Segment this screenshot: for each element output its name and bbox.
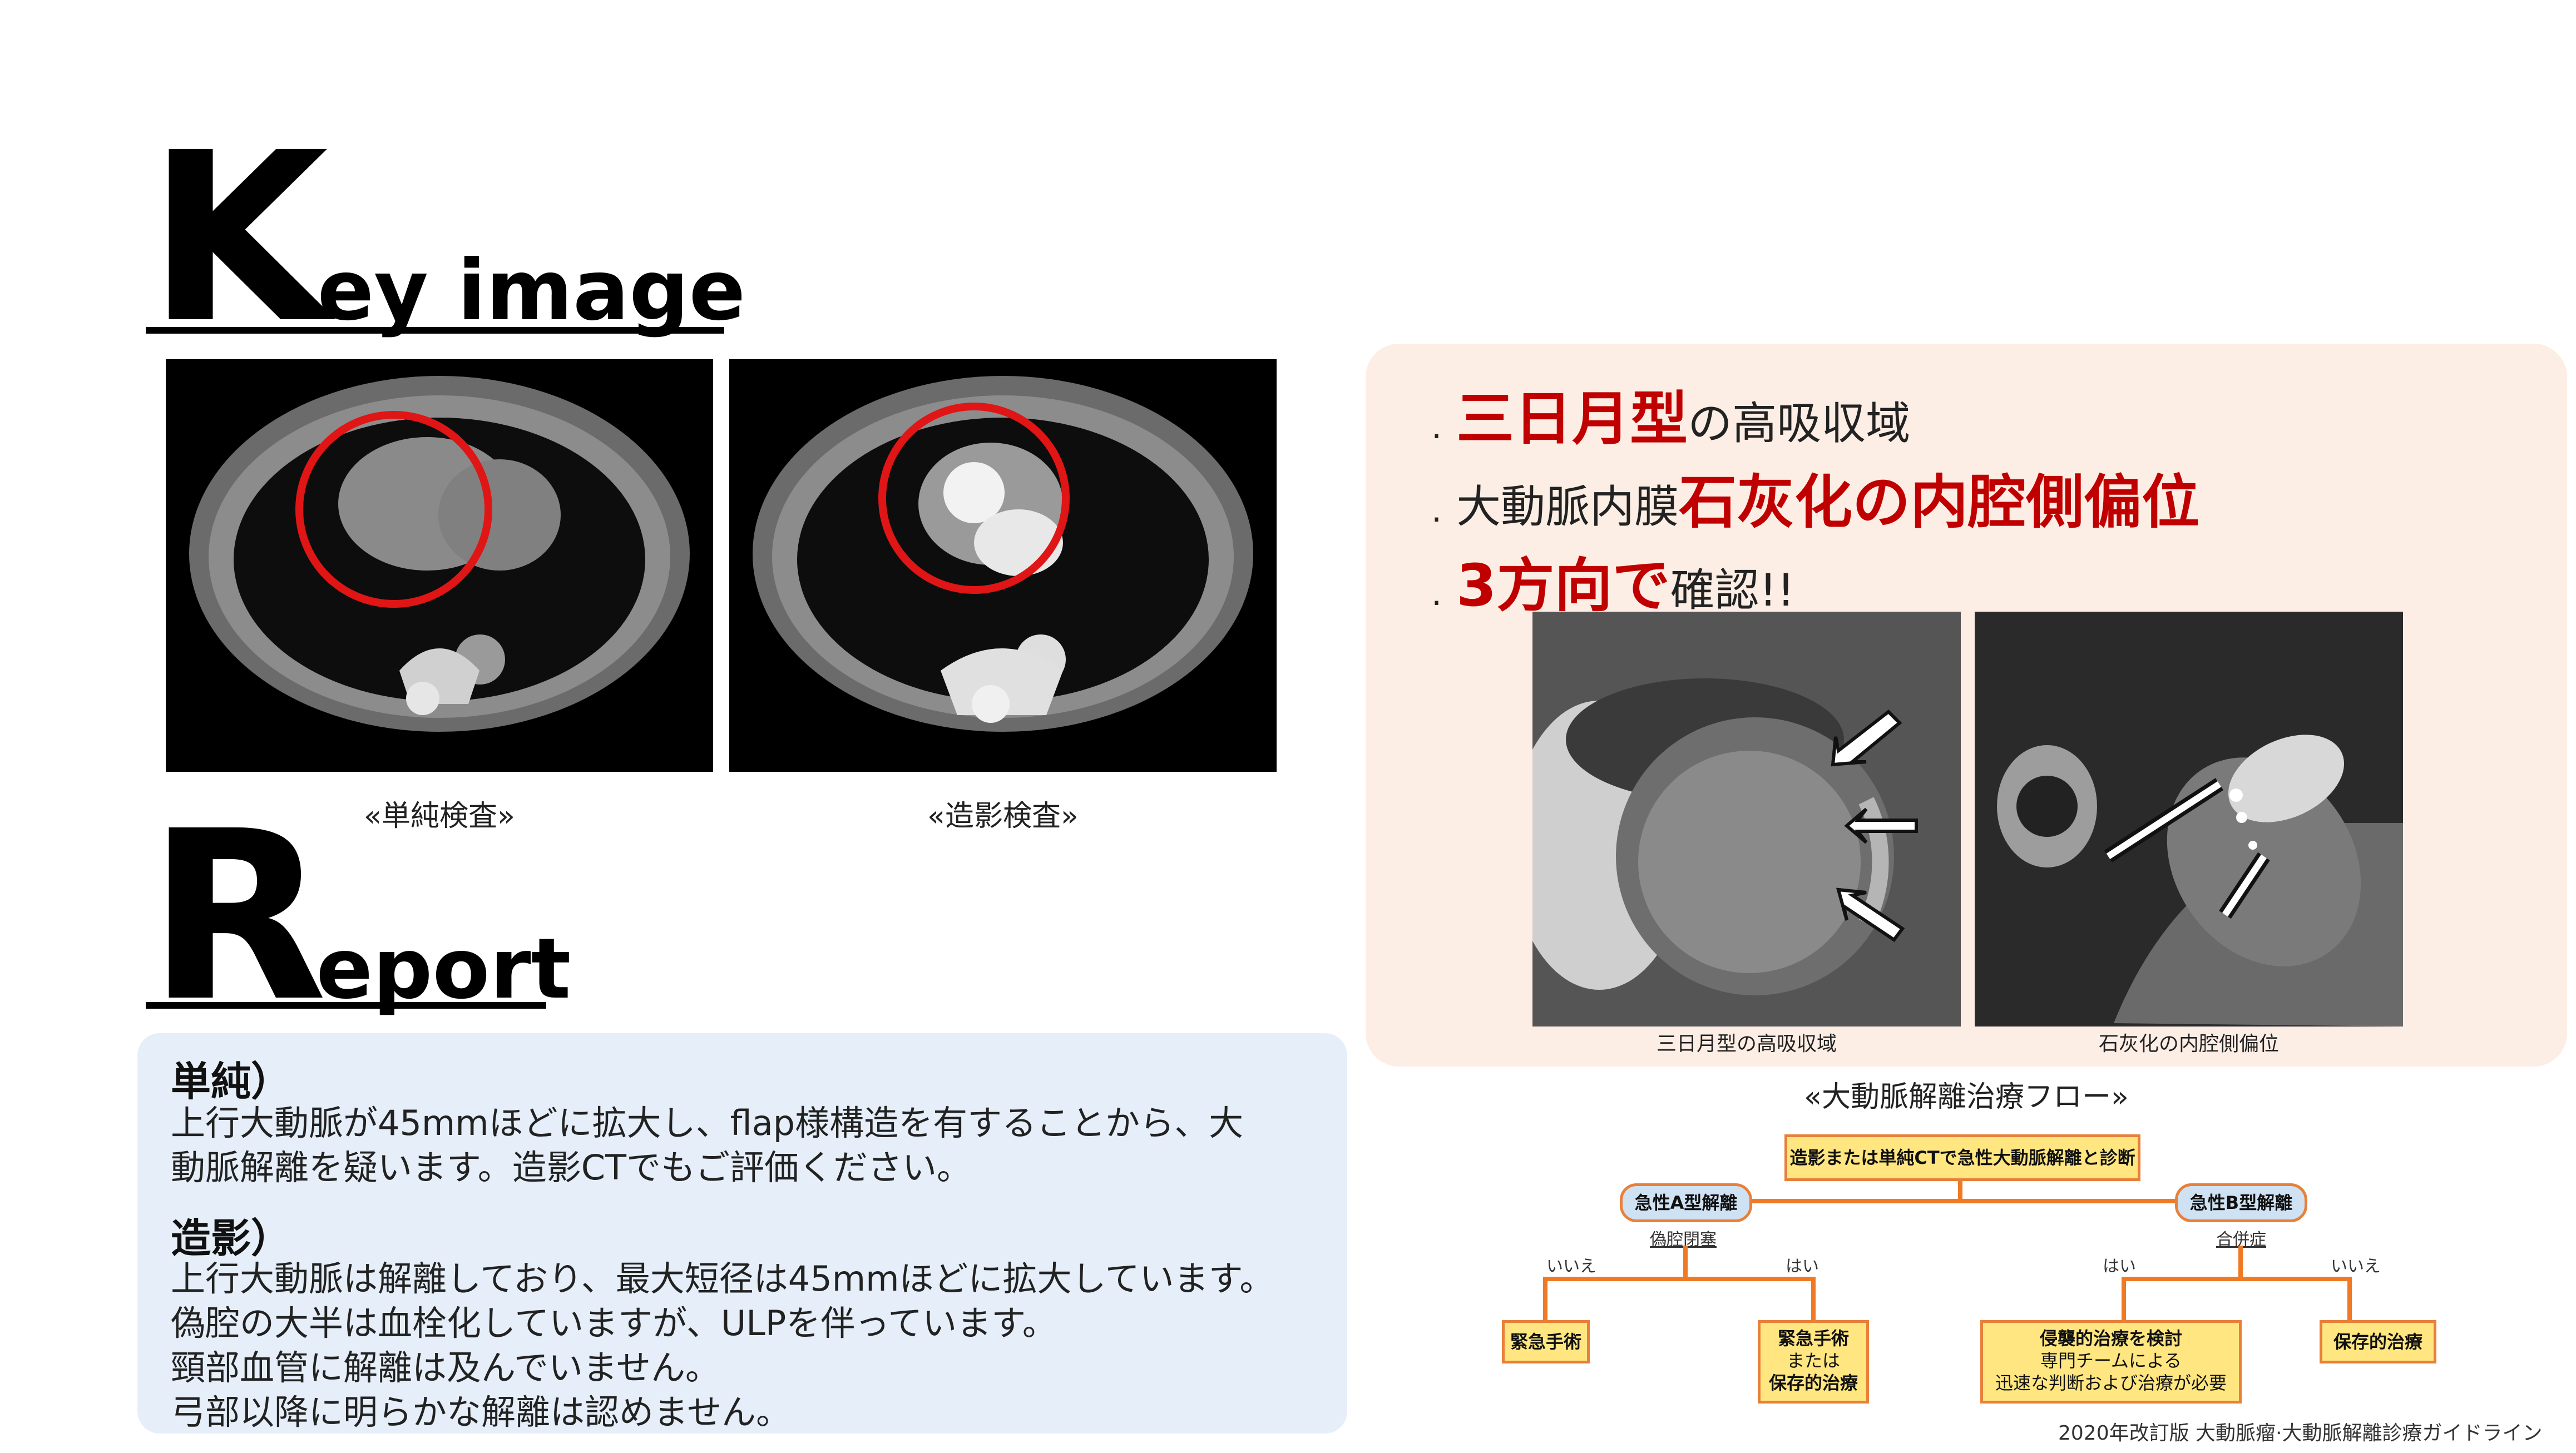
report-title-cap: R [147,781,327,1053]
report-plain-heading: 単純） [171,1058,291,1105]
finding-1-tail: の高吸収域 [1688,398,1911,449]
calcification-caption: 石灰化の内腔側偏位 [2098,1033,2279,1055]
flow-label-no-b: いいえ [2331,1257,2381,1276]
bullet-dot: · [1431,500,1442,539]
flow-line [2122,1277,2126,1321]
report-title-rest: eport [316,921,571,1018]
report-plain-line: 動脈解離を疑います。造影CTでもご評価ください。 [171,1147,971,1188]
flow-line [2122,1277,2352,1281]
flow-line-text: 侵襲的治療を検討 [2039,1328,2182,1349]
flow-line-text: または [1786,1350,1840,1371]
key-image-title: Key image [147,122,745,356]
flow-box-emergency: 緊急手術 [1502,1320,1590,1363]
report-underline [146,1002,546,1009]
flow-line [1958,1181,1962,1201]
flow-line [2347,1277,2352,1321]
calcification-ct-image [1975,612,2403,1026]
flow-line [1543,1277,1547,1321]
ct-caption-contrast: «造影検査» [927,800,1079,833]
flow-top-box: 造影または単純CTで急性大動脈解離と診断 [1784,1134,2140,1181]
ct-caption-plain: «単純検査» [364,800,515,833]
flow-box-invasive: 侵襲的治療を検討 専門チームによる 迅速な判断および治療が必要 [1980,1320,2242,1404]
key-image-title-cap: K [147,103,328,375]
flow-source: 2020年改訂版 大動脈瘤·大動脈解離診療ガイドライン [2058,1422,2543,1445]
finding-2-highlight: 石灰化の内腔側偏位 [1679,468,2200,536]
finding-bullet-3: · 3方向で確認!! [1431,538,1795,623]
flow-line-text: 専門チームによる [2040,1350,2182,1371]
flow-line [1683,1246,1688,1279]
ct-image-plain [166,359,713,772]
report-contrast-line: 弓部以降に明らかな解離は認めません。 [171,1392,791,1432]
finding-1-highlight: 三日月型 [1456,385,1688,453]
finding-3-highlight: 3方向で [1456,552,1670,619]
bullet-dot: · [1431,416,1442,456]
report-box: 単純） 上行大動脈が45mmほどに拡大し、flap様構造を有することから、大 動… [137,1033,1347,1434]
crescent-caption: 三日月型の高吸収域 [1656,1033,1837,1055]
ct-image-contrast [729,359,1277,772]
flow-label-yes-a: はい [1786,1257,1819,1276]
flow-line-text: 緊急手術 [1777,1328,1849,1349]
report-contrast-heading: 造影） [171,1215,291,1262]
flow-line [1683,1199,2243,1203]
finding-2-head: 大動脈内膜 [1456,481,1679,533]
flow-label-no-a: いいえ [1546,1257,1596,1276]
flow-box-emergency-or-conservative: 緊急手術 または 保存的治療 [1758,1320,1869,1404]
finding-bullet-2: · 大動脈内膜石灰化の内腔側偏位 [1431,455,2199,539]
flow-line-text: 迅速な判断および治療が必要 [1995,1372,2227,1394]
report-contrast-line: 頸部血管に解離は及んでいません。 [171,1347,720,1388]
report-contrast-line: 偽腔の大半は血栓化していますが、ULPを伴っています。 [171,1303,1057,1343]
crescent-ct-image [1532,612,1961,1026]
finding-3-tail: 確認!! [1670,564,1795,616]
flow-title: «大動脈解離治療フロー» [1804,1080,2129,1114]
report-plain-line: 上行大動脈が45mmほどに拡大し、flap様構造を有することから、大 [171,1103,1244,1143]
flow-line [1543,1277,1816,1281]
report-contrast-line: 上行大動脈は解離しており、最大短径は45mmほどに拡大しています。 [171,1258,1274,1299]
flow-type-b-box: 急性B型解離 [2175,1183,2307,1222]
flow-line [2238,1246,2243,1279]
flow-box-conservative: 保存的治療 [2320,1320,2436,1363]
flow-label-yes-b: はい [2103,1257,2136,1276]
flow-line [1811,1277,1816,1321]
flow-type-a-box: 急性A型解離 [1620,1183,1752,1222]
report-title: Report [147,801,571,1034]
finding-bullet-1: · 三日月型の高吸収域 [1431,371,1910,456]
key-image-title-rest: ey image [317,242,746,339]
flow-line-text: 保存的治療 [1768,1372,1858,1394]
key-image-underline [146,327,724,334]
bullet-dot: · [1431,583,1442,623]
findings-box: ·三日月型の高吸収域 ·大動脈内膜石灰化の内腔側偏位 ·3方向で確認!! [1366,344,2567,1067]
